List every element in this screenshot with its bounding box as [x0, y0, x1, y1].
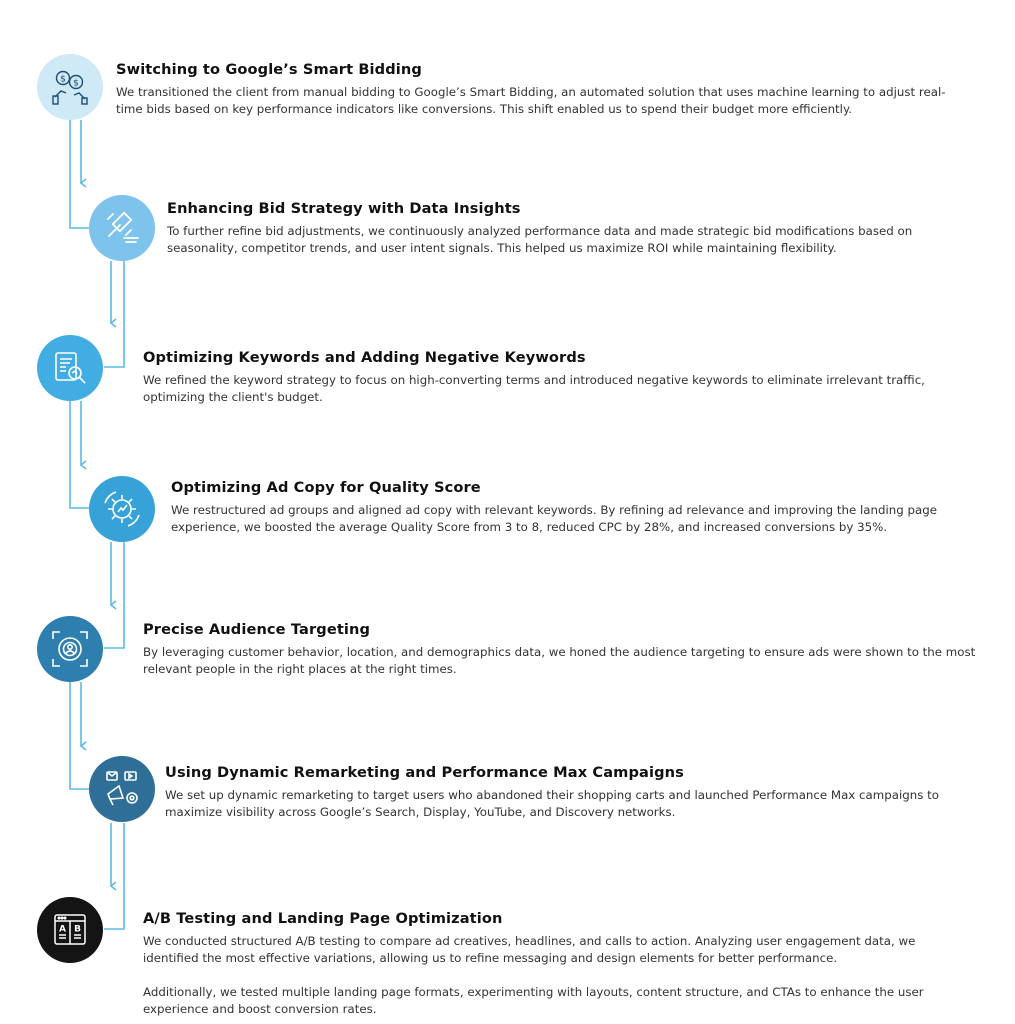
- step-3-title: Optimizing Keywords and Adding Negative …: [143, 349, 586, 366]
- step-1-text: We transitioned the client from manual b…: [116, 85, 946, 116]
- step-5-text: By leveraging customer behavior, locatio…: [143, 645, 976, 676]
- step-7-title: A/B Testing and Landing Page Optimizatio…: [143, 910, 503, 927]
- step-3-icon-circle: [37, 335, 103, 401]
- step-4: Optimizing Ad Copy for Quality Score We …: [171, 479, 971, 536]
- step-4-title: Optimizing Ad Copy for Quality Score: [171, 479, 481, 496]
- connector-2-elbow: [104, 261, 125, 368]
- step-7-text-2: Additionally, we tested multiple landing…: [143, 985, 924, 1016]
- ab-letter-b: B: [74, 925, 81, 935]
- audience-target-icon: [52, 631, 88, 667]
- step-4-icon-circle: [89, 476, 155, 542]
- step-5-title: Precise Audience Targeting: [143, 621, 371, 638]
- step-6-icon-circle: [89, 756, 155, 822]
- step-2-text: To further refine bid adjustments, we co…: [167, 224, 913, 255]
- money-hands-icon: $ $: [52, 70, 88, 105]
- connector-5-elbow: [69, 682, 89, 790]
- step-7-text-1: We conducted structured A/B testing to c…: [143, 934, 916, 965]
- step-5: Precise Audience Targeting By leveraging…: [143, 621, 988, 678]
- quality-gear-icon: [104, 491, 140, 527]
- step-1: Switching to Google’s Smart Bidding We t…: [116, 61, 961, 118]
- step-2-icon-circle: [89, 195, 155, 261]
- step-4-text: We restructured ad groups and aligned ad…: [171, 503, 937, 534]
- step-1-title: Switching to Google’s Smart Bidding: [116, 61, 422, 78]
- connector-1-elbow: [69, 120, 89, 229]
- step-6-title: Using Dynamic Remarketing and Performanc…: [165, 764, 684, 781]
- step-6: Using Dynamic Remarketing and Performanc…: [165, 764, 965, 821]
- ab-letter-a: A: [59, 925, 66, 935]
- step-1-icon-circle: $ $: [37, 54, 103, 120]
- keyword-search-icon: [55, 352, 86, 384]
- gavel-icon: [107, 211, 139, 243]
- step-7: A/B Testing and Landing Page Optimizatio…: [143, 910, 973, 1018]
- connector-6-elbow: [104, 823, 125, 930]
- step-2: Enhancing Bid Strategy with Data Insight…: [167, 200, 967, 257]
- step-2-title: Enhancing Bid Strategy with Data Insight…: [167, 200, 521, 217]
- megaphone-icon: [106, 771, 138, 806]
- connector-4-elbow: [104, 542, 125, 649]
- svg-text:$: $: [60, 75, 66, 85]
- step-5-icon-circle: [37, 616, 103, 682]
- connector-3-elbow: [69, 401, 89, 509]
- step-6-text: We set up dynamic remarketing to target …: [165, 788, 939, 819]
- step-3: Optimizing Keywords and Adding Negative …: [143, 349, 988, 406]
- step-3-text: We refined the keyword strategy to focus…: [143, 373, 925, 404]
- svg-text:$: $: [73, 79, 79, 89]
